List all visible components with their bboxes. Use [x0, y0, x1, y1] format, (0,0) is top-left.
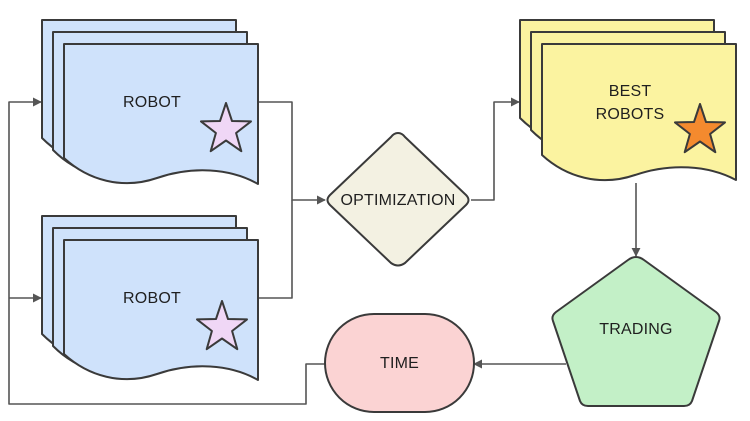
connector-robot-bottom-to-optimization	[258, 200, 293, 299]
connector-optimization-to-best-robots	[471, 97, 520, 201]
connectors	[8, 97, 641, 405]
trading-label: TRADING	[599, 321, 672, 338]
pink-star-icon	[200, 102, 252, 153]
orange-star-icon	[674, 103, 726, 154]
optimization-label: OPTIMIZATION	[341, 192, 456, 209]
best-robots-node: BEST ROBOTS	[519, 19, 737, 182]
trading-pentagon	[551, 256, 721, 407]
best-robots-label-line1: BEST	[609, 83, 652, 100]
pink-star-icon	[196, 300, 248, 351]
trading-node: TRADING	[551, 256, 721, 407]
time-terminator	[324, 313, 475, 413]
optimization-diamond	[326, 132, 470, 267]
robot-bottom-label: ROBOT	[123, 290, 181, 307]
connector-robot-top-to-optimization	[258, 101, 326, 205]
optimization-node: OPTIMIZATION	[326, 132, 470, 267]
best-robots-label-line2: ROBOTS	[596, 106, 665, 123]
robot-bottom-node: ROBOT	[41, 215, 259, 381]
connector-time-loop-back	[8, 97, 326, 405]
time-label: TIME	[380, 355, 419, 372]
robot-top-label: ROBOT	[123, 94, 181, 111]
robot-top-node: ROBOT	[41, 19, 259, 185]
time-node: TIME	[324, 313, 475, 413]
robot-bottom-page-front	[63, 239, 259, 381]
robot-top-page-front	[63, 43, 259, 185]
